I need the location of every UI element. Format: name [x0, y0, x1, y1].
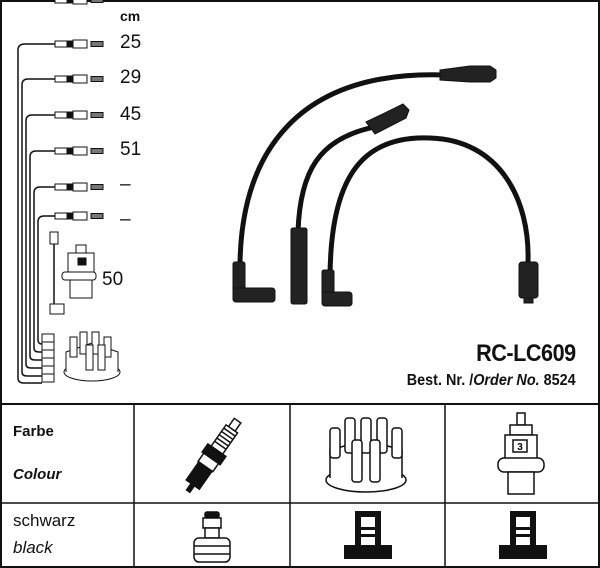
small-distributor-cap-icon: [63, 331, 121, 382]
unit-label: cm: [120, 8, 141, 24]
order-number-line: Best. Nr. /Order No. 8524: [407, 372, 576, 390]
coil-terminal-icon: [499, 511, 547, 559]
length-label: 51: [120, 139, 142, 160]
order-separator: /: [469, 372, 474, 389]
header-de: Farbe: [13, 423, 54, 440]
plug-terminal-icon: [193, 511, 231, 563]
length-label: –: [120, 209, 131, 230]
length-label: 25: [120, 32, 142, 53]
ignition-coil-icon: [497, 412, 545, 495]
header-en: Colour: [13, 466, 62, 483]
color-en: black: [13, 538, 53, 557]
length-label: –: [120, 174, 131, 195]
distributor-cap-icon: [325, 417, 407, 493]
product-code: RC-LC609: [476, 340, 576, 367]
ignition-cables: [237, 72, 531, 283]
order-label-en: Order No.: [473, 372, 540, 389]
coil-lead-boots: [49, 231, 65, 315]
cap-terminal-icon: [344, 511, 392, 559]
order-label-de: Best. Nr.: [407, 372, 466, 389]
color-de: schwarz: [13, 511, 76, 530]
spark-plug-connectors: [54, 0, 104, 5]
small-coil-icon: [61, 244, 97, 299]
table-grid: [0, 403, 600, 568]
harness-wiring: [17, 43, 55, 384]
coil-number: 3: [517, 442, 523, 453]
cap-connectors: [41, 333, 55, 383]
cable-boots: [232, 65, 539, 307]
order-number: 8524: [543, 372, 576, 389]
coil-lead-length: 50: [102, 269, 124, 290]
length-label: 29: [120, 67, 142, 88]
spark-plug-icon: [185, 417, 242, 494]
length-label: 45: [120, 104, 142, 125]
